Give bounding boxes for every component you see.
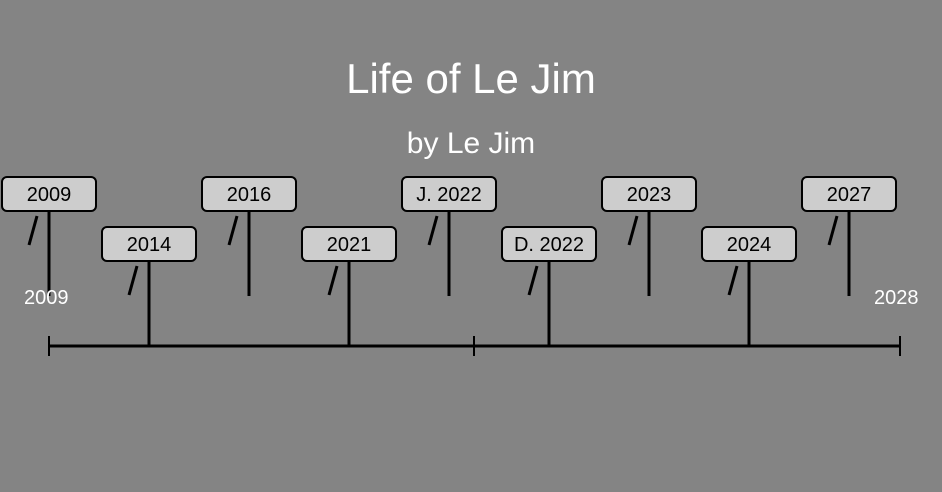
event-box: 2014 <box>101 226 197 262</box>
event-box: 2009 <box>1 176 97 212</box>
event-box: 2023 <box>601 176 697 212</box>
event-slash-mark <box>327 265 339 296</box>
event-slash-mark <box>227 215 239 246</box>
timeline-subtitle: by Le Jim <box>406 127 536 160</box>
event-slash-mark <box>727 265 739 296</box>
event-box: J. 2022 <box>401 176 497 212</box>
event-box: 2027 <box>801 176 897 212</box>
event-slash-mark <box>827 215 839 246</box>
timeline-title: Life of Le Jim <box>346 55 596 102</box>
event-box: 2024 <box>701 226 797 262</box>
event-slash-mark <box>627 215 639 246</box>
event-box: D. 2022 <box>501 226 597 262</box>
event-box: 2021 <box>301 226 397 262</box>
event-slash-mark <box>527 265 539 296</box>
axis-start-label: 2009 <box>24 287 69 309</box>
axis-end-label: 2028 <box>874 287 919 309</box>
event-slash-mark <box>127 265 139 296</box>
event-slash-mark <box>27 215 39 246</box>
event-slash-mark <box>427 215 439 246</box>
event-box: 2016 <box>201 176 297 212</box>
